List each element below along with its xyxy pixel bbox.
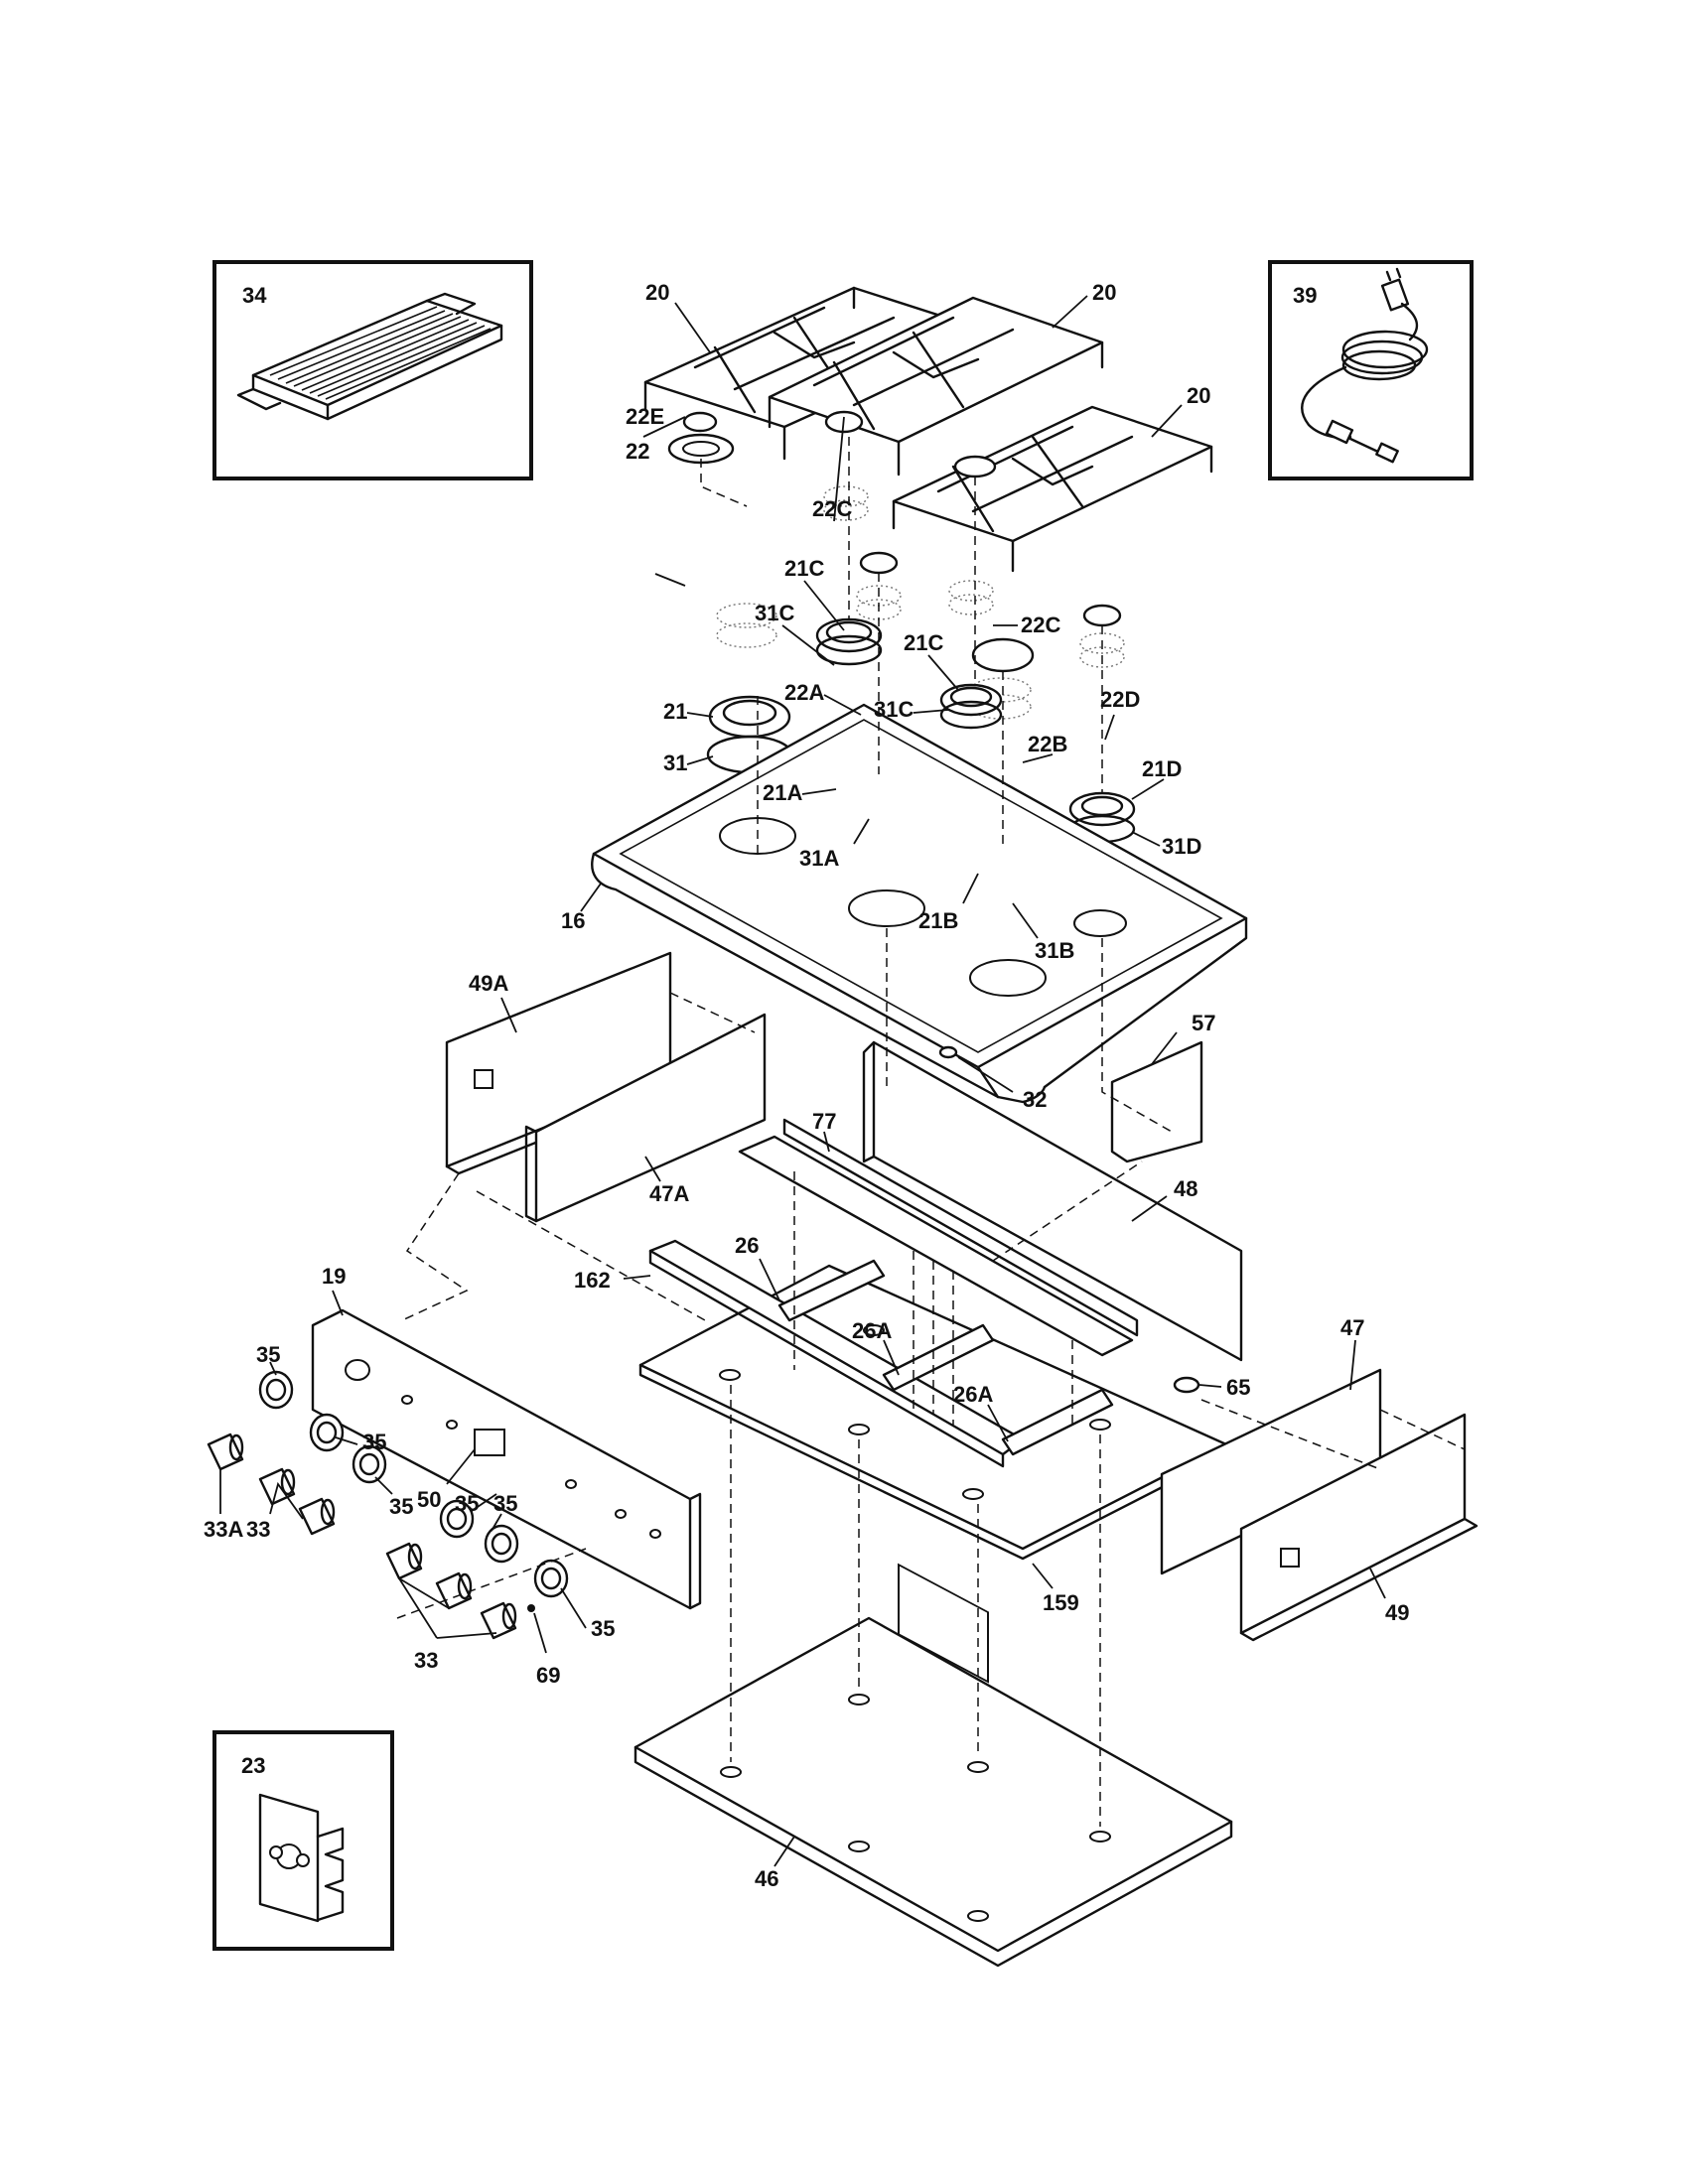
manifold-rail-77 [738, 1118, 1139, 1357]
callout-31C-right: 31C [874, 697, 914, 722]
callout-39: 39 [1293, 283, 1317, 308]
callout-16: 16 [561, 908, 585, 933]
callout-21D: 21D [1142, 756, 1182, 781]
callout-21C-right: 21C [904, 630, 943, 655]
burner-head-21C-left [815, 617, 883, 666]
callout-31C-left: 31C [755, 601, 794, 625]
burner-cap-22B [971, 637, 1035, 673]
grommet-65 [1173, 1376, 1200, 1394]
rear-panel-48 [862, 1040, 1243, 1684]
callout-35-a: 35 [256, 1342, 280, 1367]
callout-22C-right: 22C [1021, 613, 1060, 637]
callout-26A-right: 26A [953, 1382, 993, 1407]
callout-35-b: 35 [362, 1430, 386, 1454]
callout-35-f: 35 [591, 1616, 615, 1641]
callout-22: 22 [626, 439, 649, 464]
callout-48: 48 [1174, 1176, 1197, 1201]
callout-33-left: 33 [246, 1517, 270, 1542]
callout-20-left: 20 [645, 280, 669, 305]
callout-21: 21 [663, 699, 687, 724]
callout-49: 49 [1385, 1600, 1409, 1625]
callout-69: 69 [536, 1663, 560, 1688]
callout-46: 46 [755, 1866, 778, 1891]
callout-26: 26 [735, 1233, 759, 1258]
burner-cap-22C-right [953, 455, 997, 478]
assembly-guide-lines [396, 437, 1466, 1827]
callout-21C-left: 21C [784, 556, 824, 581]
callout-33A: 33A [204, 1517, 243, 1542]
side-panel-49 [1239, 1413, 1478, 1642]
callout-33-bottom: 33 [414, 1648, 438, 1673]
burner-ring-22 [667, 433, 735, 465]
callout-22E: 22E [626, 404, 664, 429]
callout-23: 23 [241, 1753, 265, 1778]
callout-34: 34 [242, 283, 267, 308]
burner-cap-22A [859, 551, 899, 575]
burner-cap-22E [682, 411, 718, 433]
callout-31B: 31B [1035, 938, 1074, 963]
callout-49A: 49A [469, 971, 508, 996]
inset-box-griddle: 34 [212, 260, 533, 480]
callout-31D: 31D [1162, 834, 1201, 859]
callout-50: 50 [417, 1487, 441, 1512]
callout-57: 57 [1192, 1011, 1215, 1035]
callout-26A-left: 26A [852, 1318, 892, 1343]
callout-47A: 47A [649, 1181, 689, 1206]
burner-head-21C-right [939, 683, 1003, 730]
callout-32: 32 [1023, 1087, 1047, 1112]
callout-22B: 22B [1028, 732, 1067, 756]
power-cord-illustration [1301, 267, 1429, 464]
spark-rings [716, 485, 1125, 720]
callout-162: 162 [574, 1268, 611, 1293]
burner-grate-right [892, 405, 1213, 573]
callout-21A: 21A [763, 780, 802, 805]
bracket-57 [1110, 1040, 1203, 1163]
inset-box-power-cord: 39 [1268, 260, 1474, 480]
callout-19: 19 [322, 1264, 346, 1289]
bottom-tray-46 [633, 1616, 1233, 1968]
screw-69 [527, 1604, 535, 1612]
callout-22A: 22A [784, 680, 824, 705]
callout-labels: 20 20 20 22C 22E 22 21C 31C 21C 22C 31C … [204, 280, 1409, 1891]
callout-20-right: 20 [1092, 280, 1116, 305]
inset-box-bracket: 23 [212, 1730, 394, 1951]
callout-47: 47 [1340, 1315, 1364, 1340]
griddle-illustration [236, 292, 503, 421]
knob-bezels-35 [258, 1370, 569, 1598]
bracket-26A-left [882, 1323, 995, 1392]
callout-35-e: 35 [493, 1491, 517, 1516]
callout-35-c: 35 [389, 1494, 413, 1519]
callout-22D: 22D [1100, 687, 1140, 712]
callout-35-d: 35 [455, 1491, 479, 1516]
burner-grate-left [643, 286, 995, 461]
callout-31A: 31A [799, 846, 839, 871]
callout-65: 65 [1226, 1375, 1250, 1400]
callout-77: 77 [812, 1109, 836, 1134]
bracket-illustration [258, 1793, 345, 1923]
side-panel-47A [524, 1013, 767, 1223]
control-panel-19 [311, 1308, 702, 1610]
orifice-32 [938, 1045, 958, 1059]
callout-21B: 21B [918, 908, 958, 933]
callout-20-lower: 20 [1187, 383, 1210, 408]
bracket-26 [777, 1259, 886, 1322]
leader-lines [219, 295, 1386, 1867]
control-knobs-33 [207, 1433, 517, 1640]
callout-159: 159 [1043, 1590, 1079, 1615]
burner-cap-22D [1082, 604, 1122, 627]
callout-31: 31 [663, 751, 687, 775]
callout-22C-top: 22C [812, 496, 852, 521]
bracket-26A-right [1001, 1388, 1114, 1456]
